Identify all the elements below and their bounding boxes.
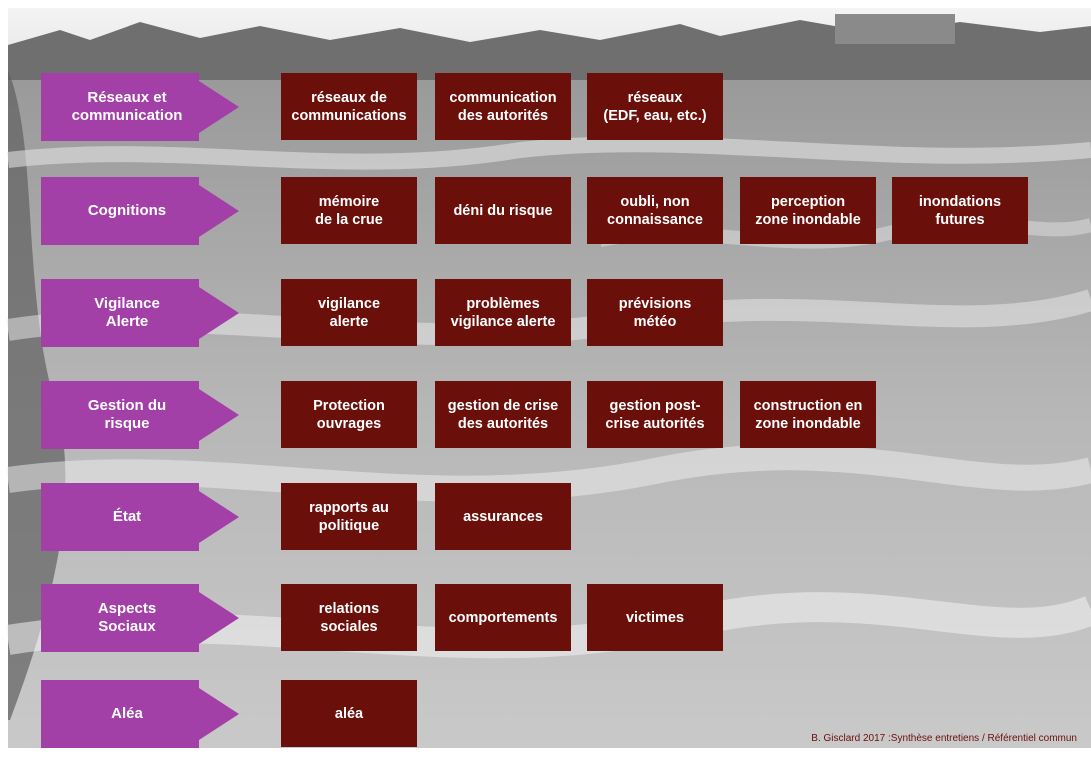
theme-box: aléa	[281, 680, 417, 747]
theme-box: communication des autorités	[435, 73, 571, 140]
theme-box: construction en zone inondable	[740, 381, 876, 448]
category-arrow: Réseaux et communication	[41, 73, 239, 141]
credit-text: B. Gisclard 2017 :Synthèse entretiens / …	[811, 733, 1077, 744]
theme-box: Protection ouvrages	[281, 381, 417, 448]
arrow-shape	[41, 279, 239, 347]
category-arrow: Aspects Sociaux	[41, 584, 239, 652]
category-label: Aspects Sociaux	[97, 600, 157, 635]
theme-box: comportements	[435, 584, 571, 651]
theme-box: assurances	[435, 483, 571, 550]
category-arrow: Cognitions	[41, 177, 239, 245]
category-label: État	[112, 508, 142, 525]
theme-box: gestion post- crise autorités	[587, 381, 723, 448]
arrow-shape	[41, 177, 239, 245]
category-label: Aléa	[111, 705, 143, 722]
theme-box: vigilance alerte	[281, 279, 417, 346]
theme-box: prévisions météo	[587, 279, 723, 346]
theme-box: mémoire de la crue	[281, 177, 417, 244]
category-arrow: Aléa	[41, 680, 239, 748]
theme-box: inondations futures	[892, 177, 1028, 244]
theme-box: déni du risque	[435, 177, 571, 244]
theme-box: gestion de crise des autorités	[435, 381, 571, 448]
category-arrow: Gestion du risque	[41, 381, 239, 449]
category-arrow: État	[41, 483, 239, 551]
arrow-shape	[41, 584, 239, 652]
theme-box: oubli, non connaissance	[587, 177, 723, 244]
category-label: Cognitions	[87, 202, 167, 219]
arrow-shape	[41, 73, 239, 141]
category-label: Gestion du risque	[87, 397, 167, 432]
arrow-shape	[41, 680, 239, 748]
category-label: Vigilance Alerte	[94, 295, 160, 330]
theme-box: victimes	[587, 584, 723, 651]
arrow-shape	[41, 381, 239, 449]
theme-box: réseaux (EDF, eau, etc.)	[587, 73, 723, 140]
theme-box: problèmes vigilance alerte	[435, 279, 571, 346]
theme-box: perception zone inondable	[740, 177, 876, 244]
category-arrow: Vigilance Alerte	[41, 279, 239, 347]
theme-box: relations sociales	[281, 584, 417, 651]
arrow-shape	[41, 483, 239, 551]
category-label: Réseaux et communication	[71, 89, 183, 124]
theme-box: réseaux de communications	[281, 73, 417, 140]
theme-box: rapports au politique	[281, 483, 417, 550]
